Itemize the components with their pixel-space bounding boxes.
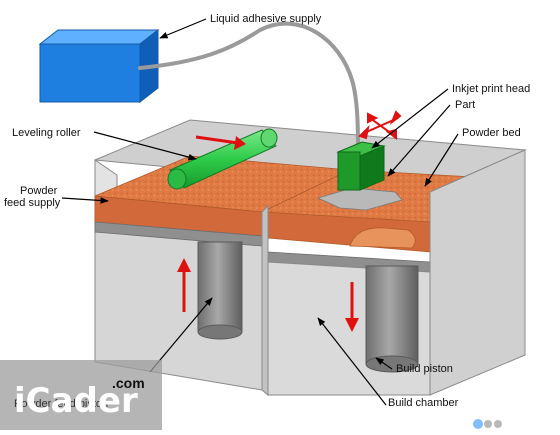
label-liquid-adhesive-supply: Liquid adhesive supply: [210, 13, 322, 25]
powder-feed-piston: [197, 241, 243, 340]
label-build-chamber: Build chamber: [388, 397, 459, 409]
label-leveling-roller: Leveling roller: [12, 127, 81, 139]
feed-piston-up-arrow: [177, 258, 191, 312]
label-powder-feed-supply-line2: feed supply: [4, 197, 61, 209]
adhesive-tube: [138, 21, 360, 154]
watermark: Powder feed piston iCader .com: [0, 360, 162, 430]
liquid-adhesive-supply: [38, 28, 160, 104]
label-inkjet-print-head: Inkjet print head: [452, 83, 530, 95]
build-piston: [365, 265, 419, 373]
label-part: Part: [455, 99, 475, 111]
watermark-text: iCader: [14, 381, 138, 421]
inkjet-print-head: [336, 141, 386, 191]
print-head-motion-arrows: [358, 110, 402, 140]
label-build-piston: Build piston: [396, 363, 453, 375]
watermark-suffix: .com: [112, 375, 145, 391]
build-piston-down-arrow: [345, 282, 359, 332]
roller-direction-arrow: [195, 135, 246, 150]
label-powder-feed-piston: Powder feed piston: [14, 398, 108, 410]
label-powder-bed: Powder bed: [462, 127, 521, 139]
label-powder-feed-supply-line1: Powder: [20, 185, 58, 197]
leader-lines: [61, 18, 459, 406]
corner-logo-icon: [473, 419, 502, 429]
